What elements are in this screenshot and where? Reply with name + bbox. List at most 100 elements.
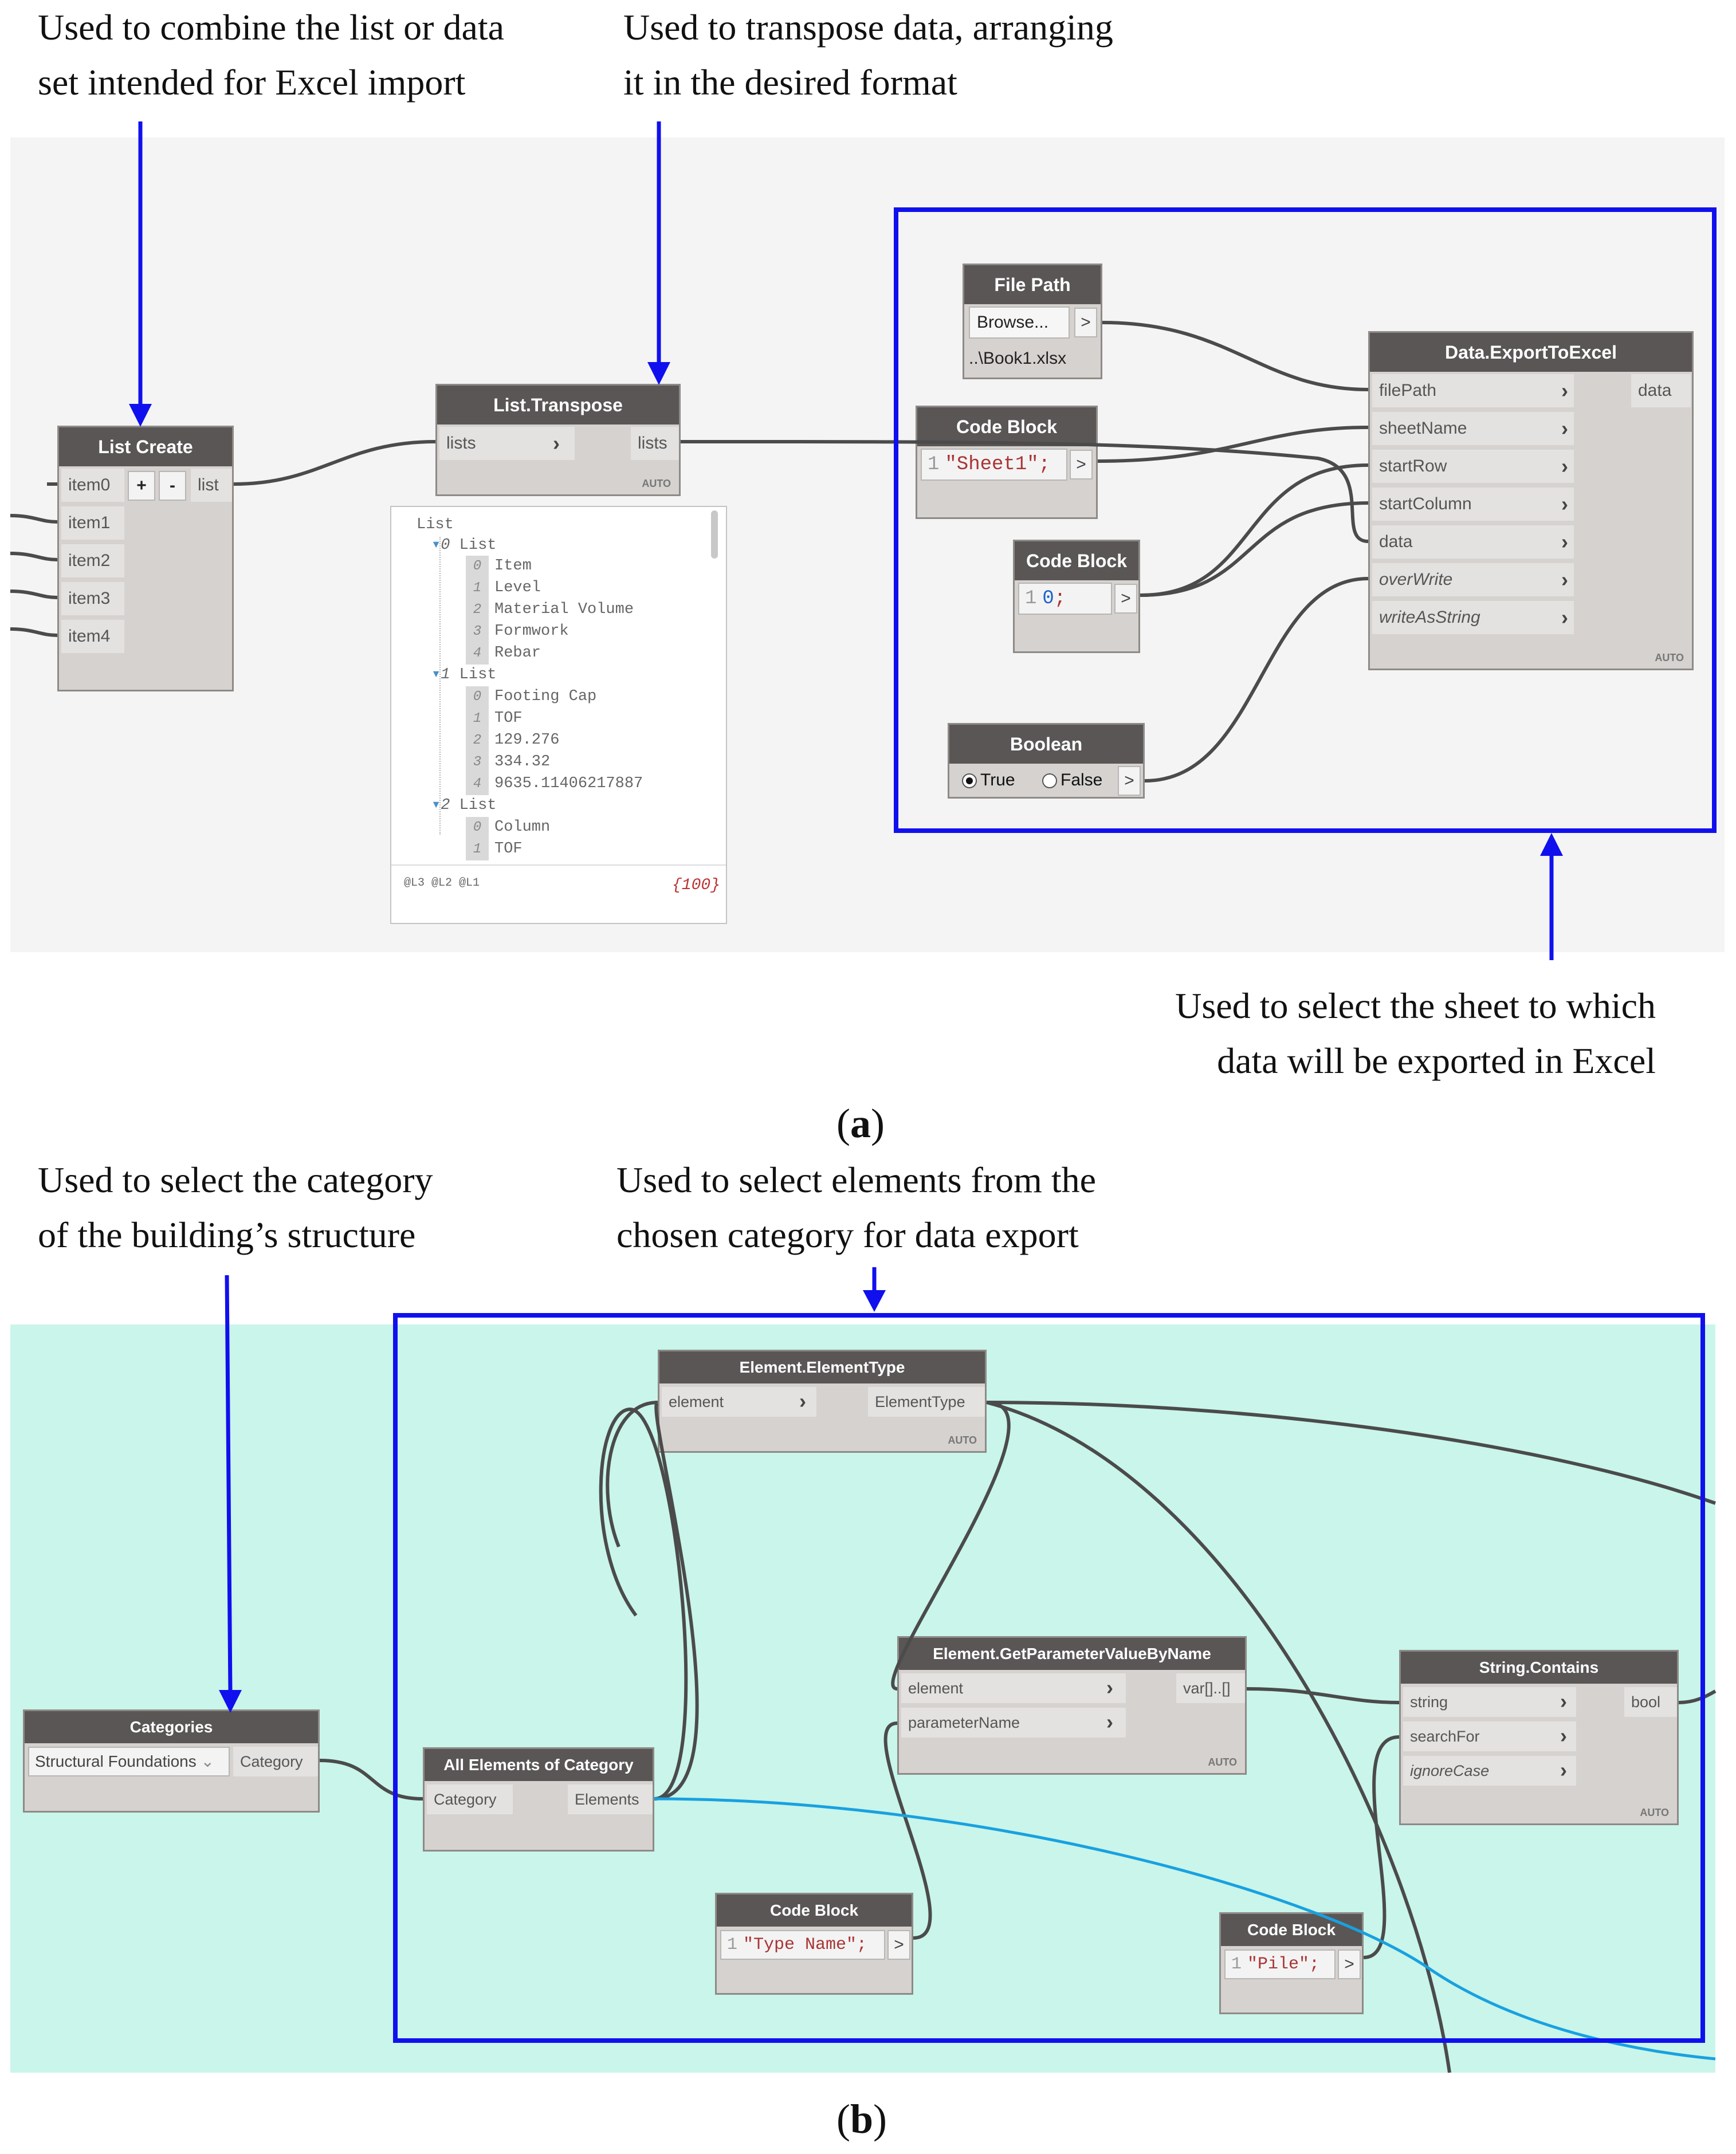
output-port-elements[interactable]: Elements	[568, 1784, 653, 1814]
lacing-badge: AUTO	[1655, 652, 1684, 663]
output-port-list[interactable]: list	[191, 469, 232, 502]
output-port-category[interactable]: Category	[233, 1747, 318, 1776]
chevron-right-icon: ›	[1561, 379, 1568, 402]
input-port-item2[interactable]: item2	[61, 544, 124, 577]
node-title: Code Block	[1221, 1914, 1362, 1946]
output-port-elementtype[interactable]: ElementType	[868, 1387, 985, 1417]
annotation-sheet: Used to select the sheet to which data w…	[1175, 985, 1656, 1081]
collapse-triangle-icon[interactable]: ▾	[431, 797, 441, 814]
list-transpose-node[interactable]: List.Transpose lists › lists AUTO	[435, 384, 681, 496]
lacing-badge: AUTO	[948, 1434, 977, 1446]
output-port-var[interactable]: var[]..[]	[1176, 1673, 1245, 1703]
annotation-list-create: Used to combine the list or data set int…	[38, 7, 505, 103]
input-port-item3[interactable]: item3	[61, 582, 124, 615]
get-parameter-value-node[interactable]: Element.GetParameterValueByName element …	[897, 1636, 1247, 1775]
node-title: List.Transpose	[437, 386, 679, 424]
file-path-node[interactable]: File Path Browse... > ..\Book1.xlsx	[963, 264, 1102, 379]
input-port-ignorecase[interactable]: ignoreCase	[1403, 1756, 1576, 1786]
input-port-data[interactable]: data	[1372, 525, 1574, 559]
input-port-parametername[interactable]: parameterName	[901, 1708, 1126, 1738]
input-port-sheetname[interactable]: sheetName	[1372, 412, 1574, 445]
boolean-node[interactable]: Boolean True False >	[948, 723, 1145, 799]
code-editor[interactable]: 1"Pile";	[1224, 1949, 1336, 1979]
code-block-pile-node[interactable]: Code Block 1"Pile"; >	[1219, 1912, 1364, 2014]
remove-input-button[interactable]: -	[159, 471, 186, 501]
radio-false[interactable]: False	[1042, 766, 1102, 795]
output-port[interactable]: >	[1070, 450, 1093, 479]
element-type-node[interactable]: Element.ElementType element › ElementTyp…	[658, 1350, 987, 1453]
output-port-data[interactable]: data	[1631, 374, 1691, 407]
node-title: List Create	[59, 427, 232, 466]
node-title: Element.ElementType	[659, 1351, 985, 1383]
export-to-excel-node[interactable]: Data.ExportToExcel filePath › sheetName …	[1368, 331, 1694, 670]
code-block-type-name-node[interactable]: Code Block 1"Type Name"; >	[715, 1893, 913, 1995]
input-port-startrow[interactable]: startRow	[1372, 450, 1574, 483]
category-dropdown[interactable]: Structural Foundations ⌄	[28, 1747, 230, 1776]
lacing-badge: AUTO	[1208, 1756, 1237, 1768]
all-elements-of-category-node[interactable]: All Elements of Category Category Elemen…	[423, 1747, 654, 1852]
output-port[interactable]: >	[1114, 584, 1137, 614]
chevron-right-icon: ›	[1560, 1758, 1567, 1782]
input-port-lists[interactable]: lists	[439, 427, 575, 460]
output-port[interactable]: >	[1074, 308, 1097, 337]
browse-button[interactable]: Browse...	[969, 306, 1070, 339]
arrow-head-icon	[863, 1290, 886, 1312]
chevron-right-icon: ›	[1561, 492, 1568, 516]
node-title: All Elements of Category	[425, 1749, 653, 1781]
node-title: File Path	[964, 265, 1101, 304]
input-port-item1[interactable]: item1	[61, 506, 124, 540]
panel-label-a: (a)	[836, 1100, 885, 1146]
input-port-startcolumn[interactable]: startColumn	[1372, 488, 1574, 521]
input-port-filepath[interactable]: filePath	[1372, 374, 1574, 407]
string-contains-node[interactable]: String.Contains string › searchFor › ign…	[1399, 1650, 1679, 1825]
input-port-overwrite[interactable]: overWrite	[1372, 563, 1574, 596]
radio-selected-icon	[962, 773, 977, 789]
categories-node[interactable]: Categories Structural Foundations ⌄ Cate…	[23, 1709, 320, 1813]
output-port-bool[interactable]: bool	[1624, 1687, 1677, 1717]
node-title: Code Block	[1015, 541, 1138, 580]
input-port-searchfor[interactable]: searchFor	[1403, 1721, 1576, 1751]
input-port-category[interactable]: Category	[427, 1784, 513, 1814]
input-port-element[interactable]: element	[662, 1387, 816, 1417]
collapse-triangle-icon[interactable]: ▾	[431, 666, 441, 683]
preview-levels: @L3 @L2 @L1	[404, 876, 480, 890]
tree-connector	[439, 537, 441, 835]
input-port-element[interactable]: element	[901, 1673, 1126, 1703]
input-port-item0[interactable]: item0	[61, 469, 124, 502]
input-port-string[interactable]: string	[1403, 1687, 1576, 1717]
radio-true[interactable]: True	[962, 766, 1015, 795]
preview-group-0: ▾0 List	[431, 537, 497, 554]
code-block-sheet-node[interactable]: Code Block 1"Sheet1"; >	[916, 406, 1098, 519]
output-port[interactable]: >	[1118, 766, 1141, 796]
list-create-node[interactable]: List Create item0 item1 item2 item3 item…	[57, 426, 234, 691]
preview-scrollbar[interactable]	[711, 510, 718, 559]
output-port[interactable]: >	[887, 1930, 910, 1960]
input-port-writeasstring[interactable]: writeAsString	[1372, 601, 1574, 634]
output-port-lists[interactable]: lists	[631, 427, 679, 460]
node-title: Boolean	[949, 725, 1143, 764]
code-editor[interactable]: 1"Type Name";	[720, 1930, 885, 1960]
output-port[interactable]: >	[1338, 1949, 1361, 1979]
add-input-button[interactable]: +	[128, 471, 155, 501]
code-editor[interactable]: 1"Sheet1";	[921, 449, 1067, 481]
node-title: Categories	[25, 1711, 318, 1743]
chevron-down-icon: ⌄	[201, 1752, 214, 1770]
node-title: Element.GetParameterValueByName	[899, 1638, 1245, 1670]
lacing-badge: AUTO	[642, 478, 671, 489]
chevron-right-icon: ›	[1561, 454, 1568, 478]
collapse-triangle-icon[interactable]: ▾	[431, 537, 441, 554]
input-port-item4[interactable]: item4	[61, 620, 124, 653]
chevron-right-icon: ›	[1106, 1676, 1113, 1699]
preview-count: {100}	[671, 876, 720, 894]
preview-root: List	[417, 516, 454, 533]
